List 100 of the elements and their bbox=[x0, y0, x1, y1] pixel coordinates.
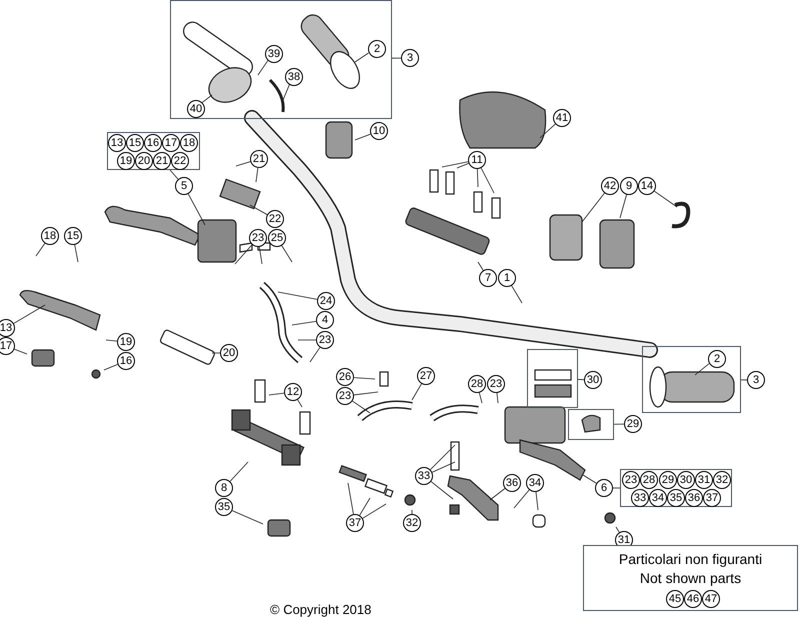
callout-number: 24 bbox=[317, 292, 335, 310]
callout-number: 45 bbox=[666, 590, 684, 608]
leader-line bbox=[511, 285, 522, 304]
kit-frame bbox=[527, 349, 578, 408]
leader-line bbox=[478, 392, 482, 404]
leader-line bbox=[104, 364, 118, 370]
callout-number: 9 bbox=[620, 177, 638, 195]
callout-number: 34 bbox=[526, 474, 544, 492]
callout-number: 29 bbox=[659, 471, 677, 489]
leader-line bbox=[430, 481, 454, 500]
leader-line bbox=[14, 348, 28, 354]
callout-number: 3 bbox=[747, 371, 765, 389]
leader-line bbox=[582, 474, 597, 484]
callout-number: 13 bbox=[108, 134, 126, 152]
callout-number: 14 bbox=[638, 177, 656, 195]
callout-number: 47 bbox=[702, 590, 720, 608]
callout-number: 13 bbox=[0, 319, 15, 337]
leader-line bbox=[354, 392, 378, 396]
callout-number: 5 bbox=[175, 177, 193, 195]
leader-line bbox=[106, 340, 118, 342]
callout-number: 32 bbox=[403, 514, 421, 532]
callout-number: 33 bbox=[415, 467, 433, 485]
callout-number: 19 bbox=[117, 152, 135, 170]
leader-line bbox=[258, 60, 268, 76]
callout-number: 17 bbox=[162, 134, 180, 152]
leader-line bbox=[297, 399, 302, 408]
leader-line bbox=[582, 192, 605, 222]
leader-line bbox=[496, 392, 498, 404]
callout-number: 41 bbox=[553, 109, 571, 127]
leader-line bbox=[442, 161, 469, 168]
callout-number: 16 bbox=[144, 134, 162, 152]
callout-number: 12 bbox=[284, 383, 302, 401]
leader-line bbox=[616, 526, 620, 533]
leader-line bbox=[694, 363, 710, 376]
leader-line bbox=[354, 134, 371, 140]
leader-line bbox=[654, 190, 678, 208]
leader-line bbox=[202, 94, 212, 103]
callout-number: 2 bbox=[368, 40, 386, 58]
callout-number: 23 bbox=[249, 229, 267, 247]
callout-number: 32 bbox=[713, 471, 731, 489]
callout-number: 34 bbox=[649, 489, 667, 507]
callout-number: 21 bbox=[153, 152, 171, 170]
note-text: Particolari non figuranti bbox=[618, 550, 762, 569]
callout-number: 4 bbox=[316, 311, 334, 329]
leader-line bbox=[310, 347, 320, 362]
callout-number: 10 bbox=[370, 122, 388, 140]
callout-number: 15 bbox=[64, 227, 82, 245]
copyright-text: © Copyright 2018 bbox=[270, 601, 372, 617]
leader-line bbox=[478, 262, 484, 271]
callout-number: 23 bbox=[622, 471, 640, 489]
callout-number: 38 bbox=[285, 68, 303, 86]
leader-line bbox=[268, 392, 284, 396]
callout-number: 26 bbox=[336, 368, 354, 386]
callout-number: 29 bbox=[624, 415, 642, 433]
leader-line bbox=[514, 490, 530, 508]
leader-line bbox=[359, 498, 370, 516]
leader-line bbox=[292, 320, 316, 326]
leader-line bbox=[536, 492, 538, 510]
callout-number: 22 bbox=[171, 152, 189, 170]
note-box bbox=[583, 545, 798, 611]
callout-number: 25 bbox=[268, 229, 286, 247]
leader-line bbox=[234, 244, 252, 264]
callout-number: 1 bbox=[498, 269, 516, 287]
leader-line bbox=[232, 510, 264, 524]
leader-line bbox=[354, 52, 369, 62]
callout-number: 7 bbox=[479, 269, 497, 287]
callout-number: 30 bbox=[584, 371, 602, 389]
leader-line bbox=[354, 377, 376, 380]
kit-frame bbox=[620, 469, 732, 507]
leader-line bbox=[740, 379, 748, 380]
leader-line bbox=[620, 194, 627, 218]
callout-number: 28 bbox=[468, 375, 486, 393]
leader-line bbox=[490, 488, 506, 500]
callout-number: 28 bbox=[640, 471, 658, 489]
callout-number: 20 bbox=[220, 344, 238, 362]
leader-line bbox=[212, 352, 220, 354]
leader-line bbox=[412, 383, 422, 400]
callout-number: 42 bbox=[601, 177, 619, 195]
callout-number: 36 bbox=[503, 474, 521, 492]
leader-line bbox=[256, 168, 258, 182]
callout-number: 39 bbox=[265, 45, 283, 63]
callout-number: 22 bbox=[266, 210, 284, 228]
note-text: Not shown parts bbox=[640, 569, 742, 588]
callout-number: 33 bbox=[631, 489, 649, 507]
leader-line bbox=[250, 204, 268, 215]
callout-number: 27 bbox=[417, 367, 435, 385]
leader-line bbox=[540, 124, 556, 138]
leader-line bbox=[13, 304, 46, 324]
leader-line bbox=[432, 462, 456, 473]
callout-number: 40 bbox=[187, 100, 205, 118]
leader-line bbox=[352, 400, 370, 414]
callout-number: 36 bbox=[685, 489, 703, 507]
callout-number: 6 bbox=[595, 479, 613, 497]
callout-number: 46 bbox=[684, 590, 702, 608]
leader-line bbox=[236, 161, 251, 166]
callout-number: 19 bbox=[117, 333, 135, 351]
kit-frame bbox=[107, 132, 200, 170]
leader-line bbox=[614, 424, 624, 425]
kit-frame bbox=[568, 409, 614, 440]
leader-line bbox=[392, 58, 402, 59]
